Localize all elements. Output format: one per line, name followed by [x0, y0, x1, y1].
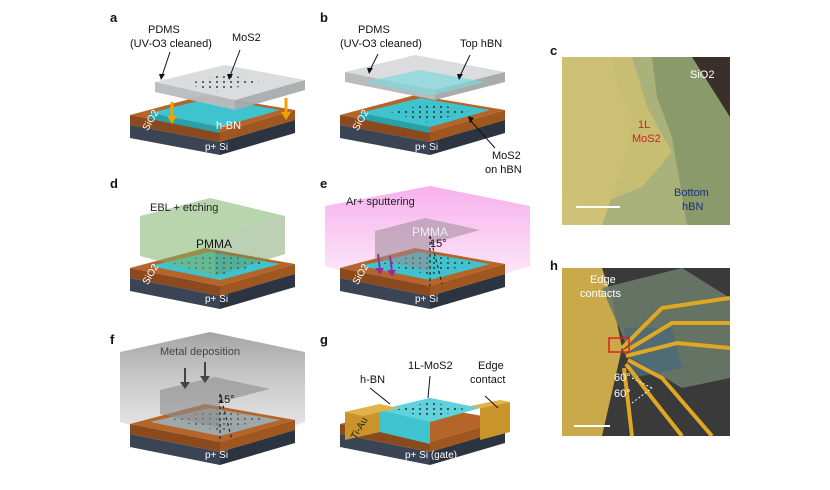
process-label: EBL + etching: [150, 202, 219, 214]
angle-label-2: 60°: [614, 388, 631, 400]
edge-label: Edge: [478, 360, 504, 372]
si-label: p+ Si (gate): [405, 450, 457, 461]
mos2-lattice: [185, 74, 260, 92]
panel-label: e: [320, 176, 328, 191]
sio2-label: SiO2: [690, 69, 715, 81]
panel-b: b PDMS (UV-O3 cleaned) Top hBN SiO2 p+ S…: [320, 10, 530, 180]
si-label: p+ Si: [205, 142, 229, 153]
angle-label: 15°: [430, 238, 447, 250]
pmma-mask: [375, 218, 480, 272]
panel-a: a PDMS (UV-O3 cleaned) MoS2 h-BN SiO2 p+…: [110, 10, 310, 170]
si-front: [130, 125, 220, 155]
edge-label-2: contacts: [580, 288, 621, 300]
hbn-label: hBN: [682, 201, 704, 213]
si-label: p+ Si: [415, 294, 439, 305]
pdms-note: (UV-O3 cleaned): [340, 38, 422, 50]
top-hbn: [365, 70, 485, 96]
panel-label: b: [320, 10, 328, 25]
pdms-label: PDMS: [358, 24, 390, 36]
panel-label: d: [110, 176, 118, 191]
si-label: p+ Si: [205, 450, 229, 461]
pdms-note: (UV-O3 cleaned): [130, 38, 212, 50]
edge-contact-highlight: [608, 337, 630, 353]
stack-diagram-d: [130, 198, 295, 309]
stack-diagram-e: [325, 186, 530, 309]
stack-diagram-g: [340, 375, 510, 465]
panel-f: f Metal deposition 15° p+ Si: [110, 332, 310, 482]
hbn-label: h-BN: [360, 374, 386, 386]
stack-diagram-a: [130, 49, 305, 155]
mos2-label: MoS2: [232, 32, 261, 44]
process-label: Ar+ sputtering: [346, 196, 415, 208]
angle-label-1: 60°: [614, 372, 631, 384]
si-label: p+ Si: [205, 294, 229, 305]
top-hbn-label: Top hBN: [460, 38, 503, 50]
optical-micrograph: [562, 268, 730, 436]
process-label: Metal deposition: [160, 346, 241, 358]
panel-label: a: [110, 10, 118, 25]
mos2-label: 1L-MoS2: [408, 360, 453, 372]
pmma-label: PMMA: [412, 225, 448, 239]
mos2-label: MoS2: [632, 133, 661, 145]
stack-diagram-f: [120, 332, 305, 465]
mos2-on-label: MoS2: [492, 150, 521, 162]
panel-h: h Edge contacts 60° 60°: [550, 250, 730, 440]
edge-label: Edge: [590, 274, 616, 286]
ti-au-contact-right: [480, 402, 510, 440]
bottom-label: Bottom: [674, 187, 709, 199]
pmma-mask: [140, 198, 285, 276]
panel-label: g: [320, 332, 328, 347]
mono-label: 1L: [638, 119, 651, 131]
si-label: p+ Si: [415, 142, 439, 153]
panel-d: d EBL + etching PMMA SiO2 p+ Si: [110, 176, 310, 326]
panel-e: e Ar+ sputtering PMMA 15° SiO2 p+ Si: [320, 176, 530, 326]
angle-label: 15°: [218, 394, 235, 406]
panel-g: g h-BN 1L-MoS2 Edge contact Ti-Au p+ Si …: [320, 332, 530, 482]
panel-label: c: [550, 43, 558, 58]
panel-label: f: [110, 332, 115, 347]
optical-micrograph: [562, 57, 730, 225]
pmma-label: PMMA: [196, 237, 232, 251]
pdms-label: PDMS: [148, 24, 180, 36]
edge-label-2: contact: [470, 374, 506, 386]
panel-label: h: [550, 258, 558, 273]
stack-diagram-b: [340, 53, 505, 155]
panel-c: c SiO2 1L MoS2 Bottom hBN: [550, 35, 730, 225]
hbn-label: h-BN: [216, 120, 242, 132]
mos2-on-label-2: on hBN: [485, 164, 522, 176]
